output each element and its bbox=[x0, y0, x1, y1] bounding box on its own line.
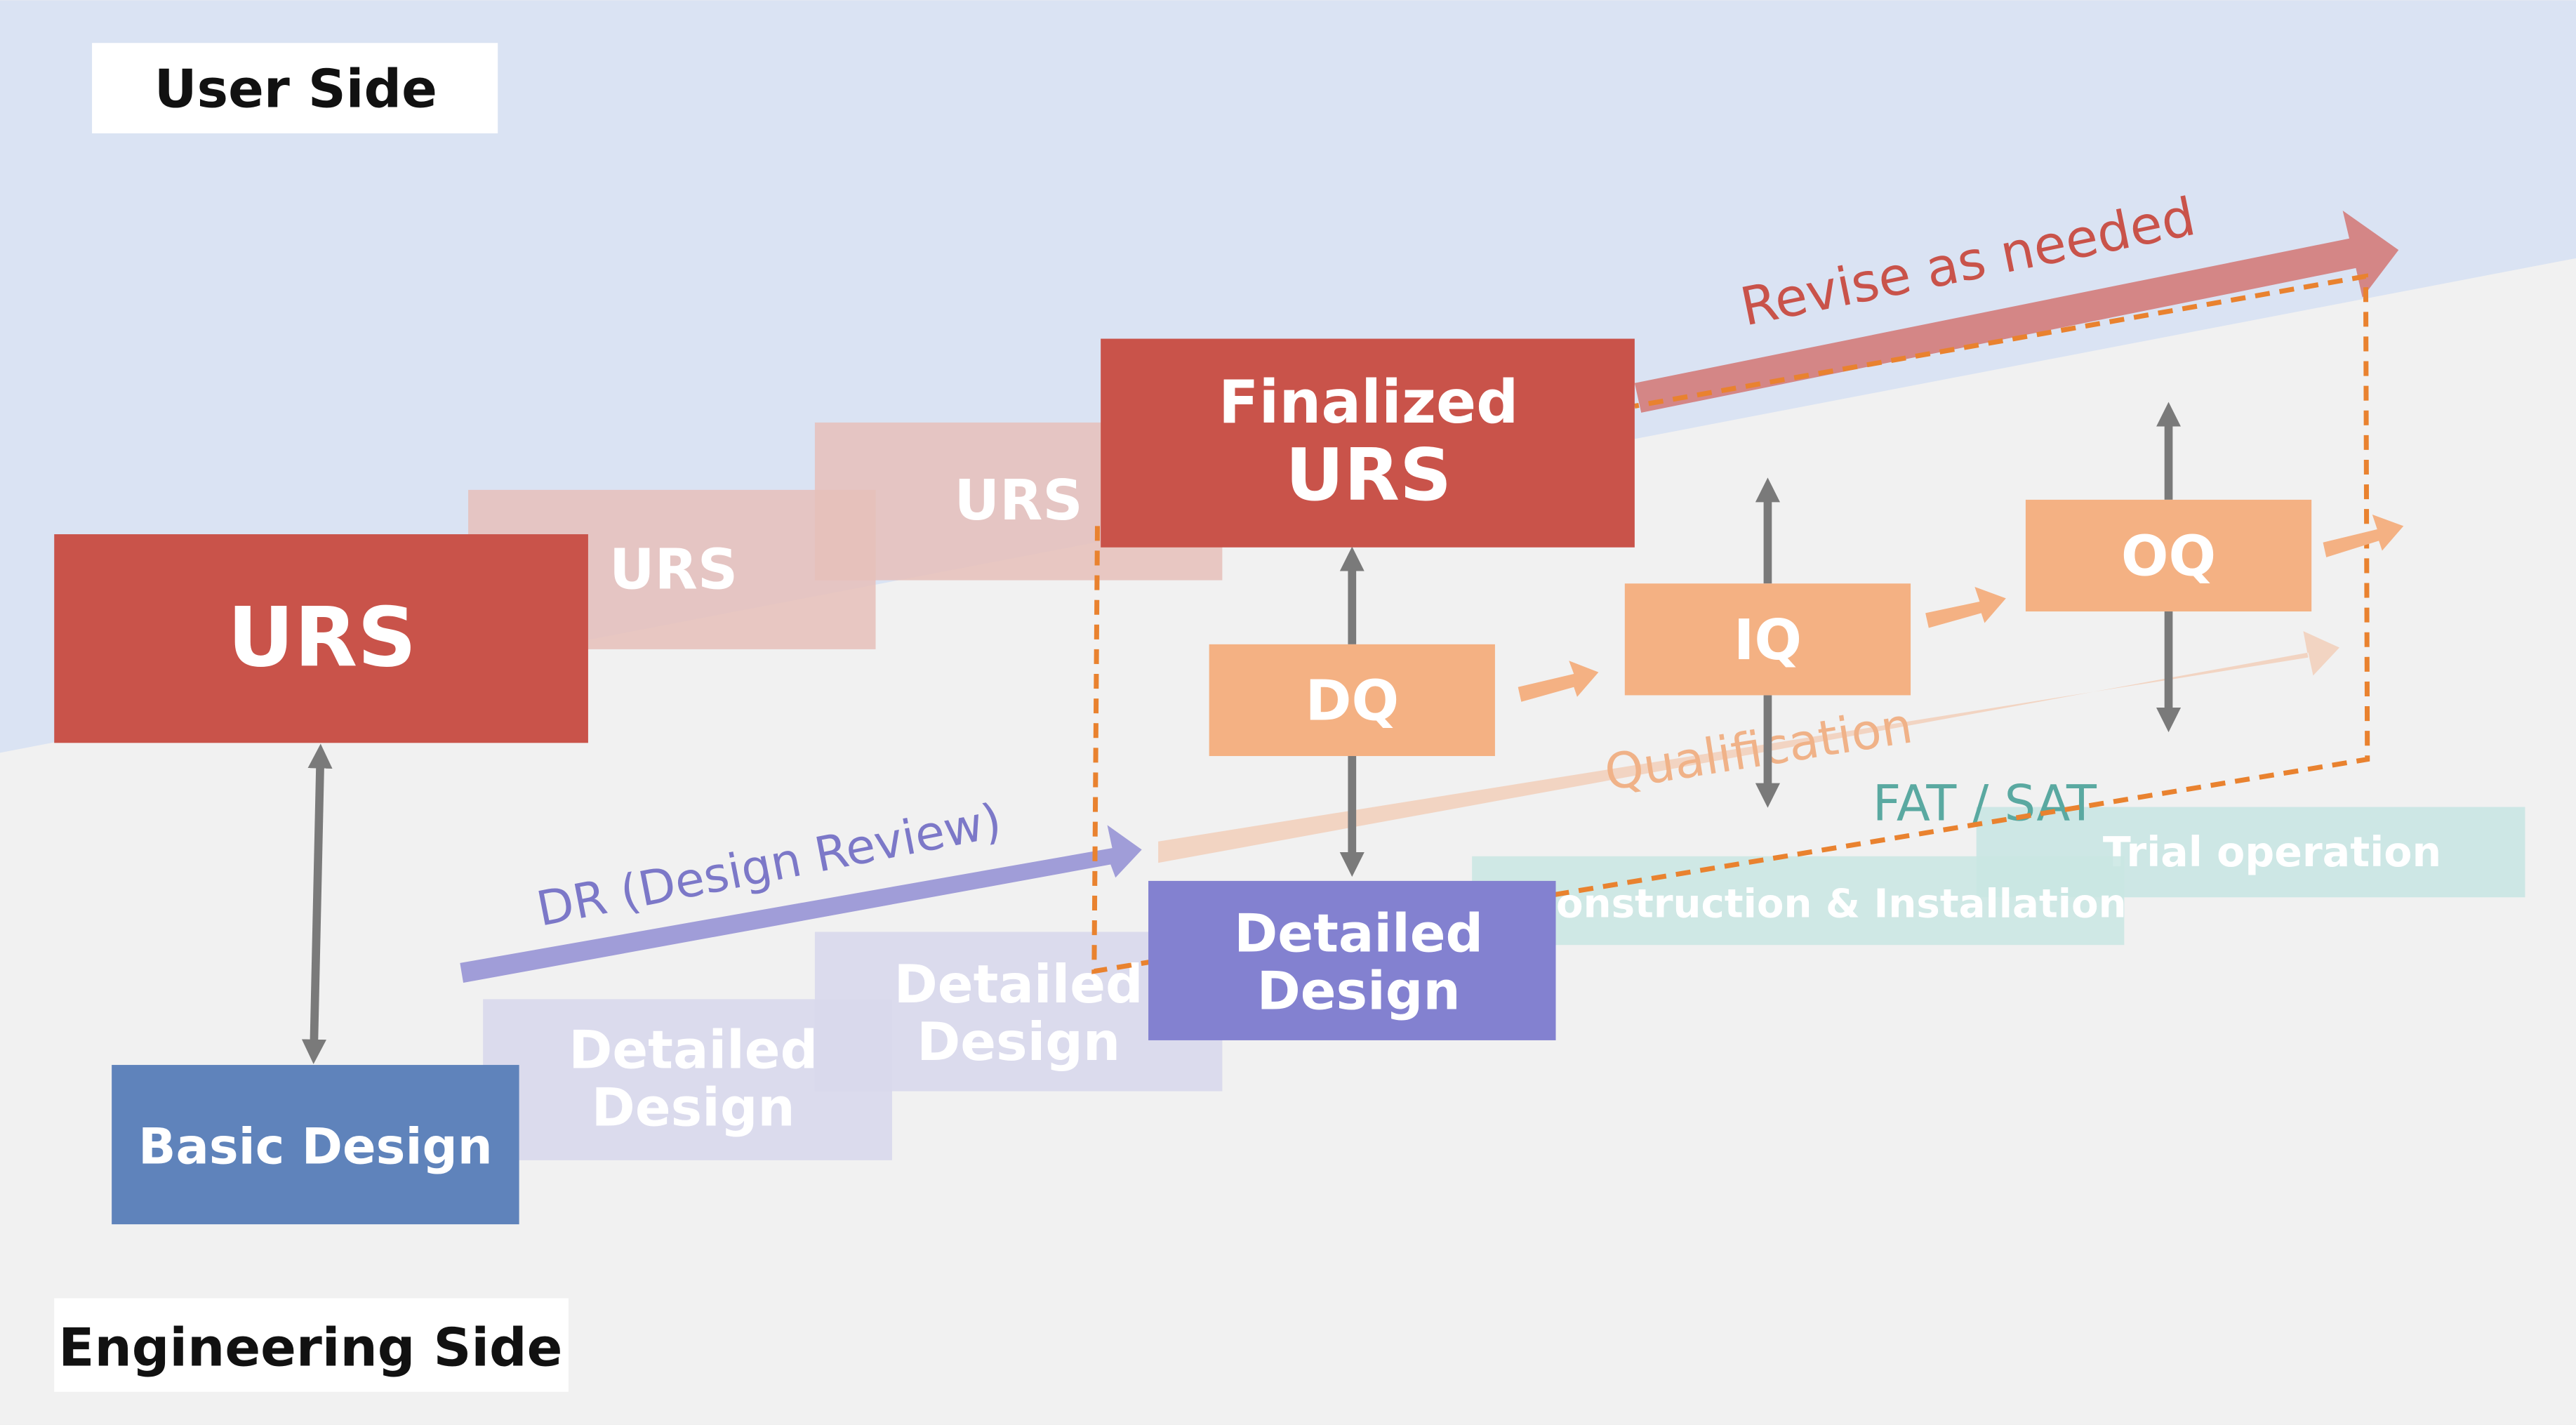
detailed-design-1-box bbox=[483, 999, 892, 1160]
urs-label: URS bbox=[227, 589, 416, 685]
detailed-design-final-line1: Detailed bbox=[1234, 903, 1483, 965]
dq-box bbox=[1209, 644, 1495, 757]
oq-label: OQ bbox=[2121, 524, 2216, 589]
detailed-design-2-line2: Design bbox=[917, 1011, 1120, 1073]
basic-design-label: Basic Design bbox=[138, 1118, 493, 1175]
detailed-design-1-line2: Design bbox=[592, 1077, 795, 1139]
urs-revision-2-label: URS bbox=[955, 468, 1083, 533]
user-side-text: User Side bbox=[154, 58, 437, 120]
finalized-urs-box bbox=[1101, 338, 1635, 548]
detailed-design-1-line1: Detailed bbox=[569, 1019, 818, 1081]
detailed-design-final-box bbox=[1148, 880, 1556, 1040]
detailed-design-2-line1: Detailed bbox=[894, 953, 1143, 1015]
urs-revision-1-label: URS bbox=[609, 536, 738, 602]
revise-arrow bbox=[1634, 210, 2399, 413]
iq-to-oq-arrow bbox=[1925, 586, 2006, 628]
engineering-side-label-box bbox=[54, 1298, 569, 1392]
fat-sat-label: FAT / SAT bbox=[1873, 774, 2097, 832]
design-review-arrow bbox=[460, 825, 1142, 983]
oq-box bbox=[2025, 499, 2312, 612]
finalized-urs-line1: Finalized bbox=[1219, 368, 1519, 437]
dq-to-iq-arrow bbox=[1518, 661, 1599, 702]
engineering-side-text: Engineering Side bbox=[58, 1316, 562, 1378]
basic-design-box bbox=[112, 1065, 519, 1225]
detailed-design-final-line2: Design bbox=[1257, 960, 1461, 1021]
iq-label: IQ bbox=[1734, 607, 1802, 672]
construction-installation-band bbox=[1472, 856, 2125, 946]
dq-label: DQ bbox=[1305, 668, 1399, 734]
engineering-side-label: Engineering Side bbox=[54, 1298, 569, 1392]
finalized-urs-line2: URS bbox=[1285, 433, 1452, 517]
qualification-arrow bbox=[1158, 631, 2339, 863]
construction-installation-label: Construction & Installation bbox=[1527, 881, 2127, 927]
iq-box bbox=[1624, 583, 1911, 696]
trial-operation-label: Trial operation bbox=[2103, 828, 2441, 876]
urs-basic-design-arrow bbox=[301, 743, 333, 1064]
dashed-revision-loop bbox=[1091, 273, 2370, 974]
oq-next-arrow bbox=[2323, 514, 2404, 557]
user-side-label-box bbox=[92, 43, 498, 133]
urs-box bbox=[54, 534, 588, 743]
user-side-label: User Side bbox=[92, 43, 498, 133]
